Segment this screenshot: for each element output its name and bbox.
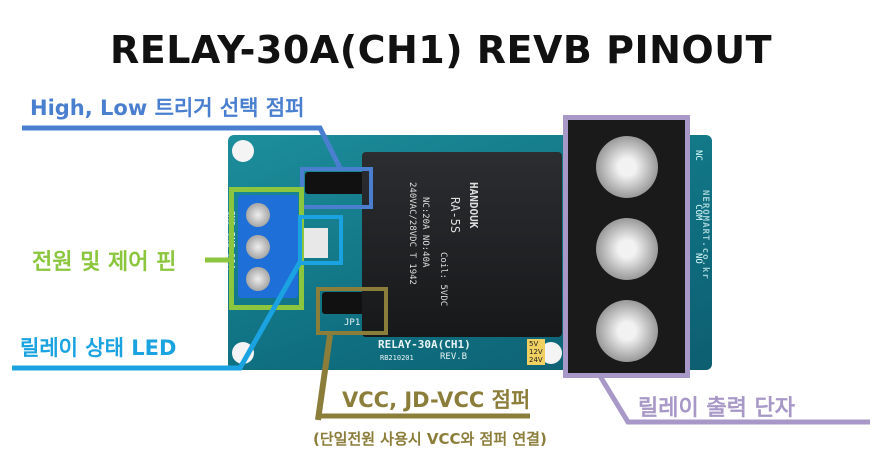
board-code: RB210201 (380, 354, 414, 362)
board-revision: REV.B (440, 352, 468, 362)
output-terminal-highlight (563, 115, 690, 378)
screw-icon (596, 218, 658, 280)
board-name: RELAY-30A(CH1) (378, 338, 471, 351)
page-title: RELAY-30A(CH1) REVB PINOUT (110, 28, 772, 72)
status-led-highlight (298, 215, 343, 265)
board-website: NEROMART.co.kr (700, 190, 710, 280)
vcc-leader (315, 334, 333, 421)
screw-icon (596, 300, 658, 362)
output-pin-label: NO (693, 252, 703, 264)
led-leader (12, 260, 303, 371)
vcc-jumper-highlight (316, 287, 388, 335)
output-leader (597, 374, 870, 425)
output-pin-label: COM (693, 204, 703, 221)
voltage-marks: 5V 12V 24V (527, 339, 545, 365)
output-terminal-label: 릴레이 출력 단자 (638, 396, 795, 421)
screw-icon (246, 235, 270, 259)
mounting-hole (540, 342, 562, 364)
relay: HANDOUK RA-5S NC:20A NO:40A 240VAC/28VDC… (362, 152, 562, 337)
vcc-jumper-label: VCC, JD-VCC 점퍼 (342, 388, 531, 412)
trigger-jumper (305, 172, 365, 194)
status-led-label: 릴레이 상태 LED (20, 336, 177, 360)
voltage-mark: 5V (529, 340, 539, 348)
screw-icon (246, 267, 270, 291)
voltage-mark: 12V (529, 348, 543, 356)
jumper-label: JP1 (344, 318, 361, 328)
power-pins-label: 전원 및 제어 핀 (32, 250, 177, 275)
trigger-leader (22, 125, 343, 170)
screw-icon (246, 203, 270, 227)
screw-icon (596, 136, 658, 198)
vcc-jumper-note: (단일전원 사용시 VCC와 점퍼 연결) (313, 430, 547, 448)
trigger-jumper-label: High, Low 트리거 선택 점퍼 (30, 96, 305, 120)
mounting-hole (232, 342, 254, 364)
output-pin-labels: NC COM NO (692, 150, 704, 264)
output-terminal-block (566, 116, 690, 378)
output-pin-label: NC (693, 150, 703, 161)
mounting-hole (232, 140, 254, 162)
voltage-mark: 24V (529, 356, 543, 364)
status-led (302, 228, 328, 258)
